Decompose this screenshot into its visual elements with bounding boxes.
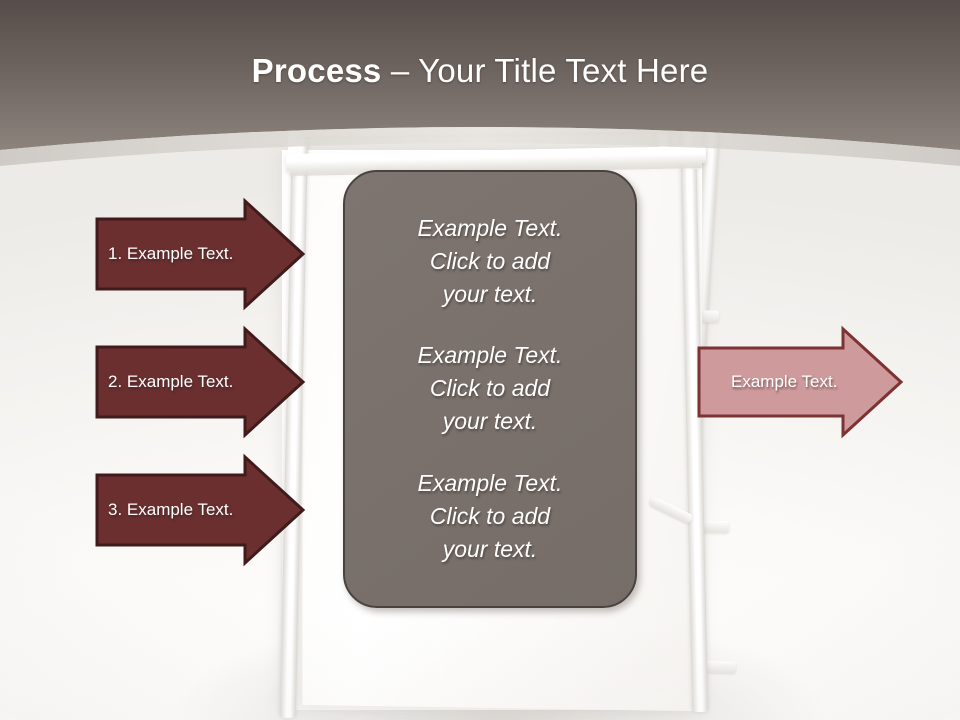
step-arrow-3-label: 3. Example Text. [108, 500, 234, 519]
step-arrow-2-label: 2. Example Text. [108, 372, 234, 391]
step-arrow-1[interactable]: 1. Example Text. [95, 197, 306, 311]
panel-text-block-2[interactable]: Example Text. Click to add your text. [417, 342, 563, 435]
panel-text-block-1[interactable]: Example Text. Click to add your text. [417, 215, 563, 308]
step-arrow-2[interactable]: 2. Example Text. [95, 325, 306, 439]
page-title: Process – Your Title Text Here [0, 50, 960, 92]
result-arrow[interactable]: Example Text. [697, 325, 904, 439]
title-rest-part: – Your Title Text Here [381, 52, 709, 89]
step-arrow-1-label: 1. Example Text. [108, 244, 234, 263]
title-bold-part: Process [251, 52, 382, 89]
header-band [0, 0, 960, 175]
result-arrow-label: Example Text. [731, 372, 838, 391]
step-arrow-3[interactable]: 3. Example Text. [95, 453, 306, 567]
panel-text-block-3[interactable]: Example Text. Click to add your text. [417, 469, 563, 562]
center-content-panel[interactable]: Example Text. Click to add your text. Ex… [343, 170, 637, 608]
